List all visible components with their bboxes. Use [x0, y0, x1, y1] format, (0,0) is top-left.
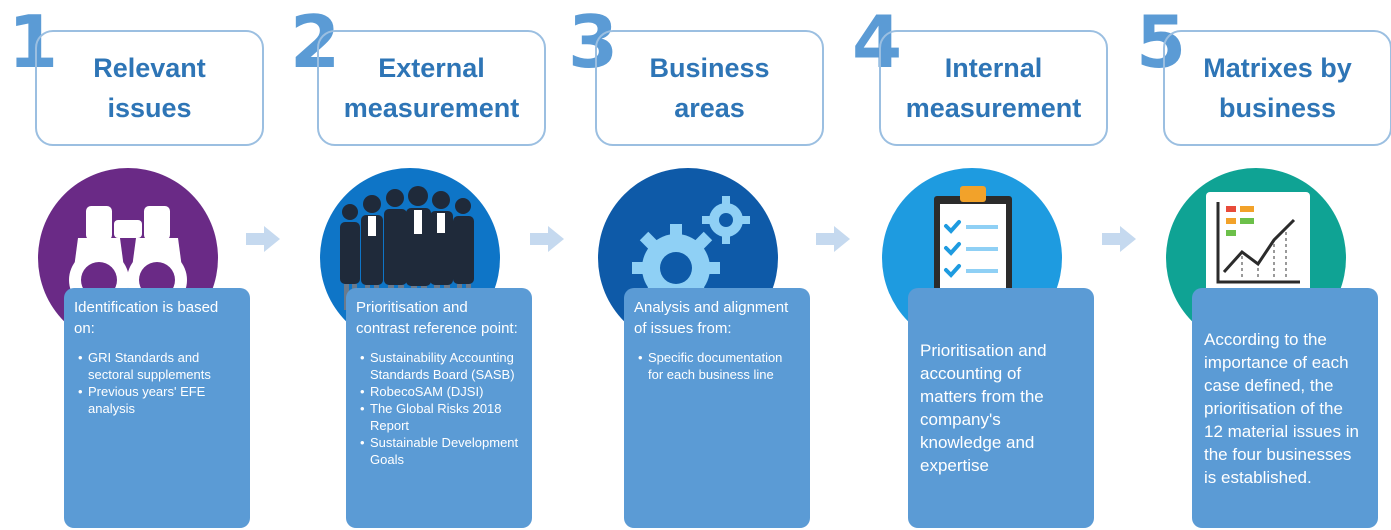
- step-1: 1 Relevant issues Identification is base…: [8, 0, 264, 530]
- clipboard-checklist-icon: [934, 186, 1012, 308]
- step-title-line-2: areas: [674, 93, 745, 123]
- step-title-box: Business areas: [595, 30, 824, 146]
- step-title-line-2: measurement: [905, 93, 1082, 123]
- step-2: 2 External measurement: [290, 0, 546, 530]
- step-title-box: Matrixes by business: [1163, 30, 1391, 146]
- step-title-line-1: External: [378, 53, 485, 83]
- step-title-line-1: Internal: [944, 53, 1043, 83]
- list-item: RobecoSAM (DJSI): [360, 383, 522, 400]
- step-title-line-1: Relevant: [93, 53, 206, 83]
- card-text: According to the importance of each case…: [1204, 329, 1359, 487]
- step-description-card: Identification is based on: GRI Standard…: [64, 288, 250, 528]
- card-bullet-list: Sustainability Accounting Standards Boar…: [356, 349, 522, 468]
- step-title-box: External measurement: [317, 30, 546, 146]
- step-description-card: Analysis and alignment of issues from: S…: [624, 288, 810, 528]
- card-bullet-list: GRI Standards and sectoral supplements P…: [74, 349, 240, 417]
- card-intro: Identification is based on:: [74, 299, 219, 337]
- list-item: Specific documentation for each business…: [638, 349, 800, 383]
- arrow-right-icon: [530, 226, 564, 252]
- list-item: The Global Risks 2018 Report: [360, 400, 522, 434]
- list-item: Sustainable Development Goals: [360, 434, 522, 468]
- step-title-line-2: measurement: [343, 93, 520, 123]
- step-title-line-1: Matrixes by: [1203, 53, 1352, 83]
- step-title-line-2: business: [1218, 93, 1337, 123]
- step-description-card: Prioritisation and contrast reference po…: [346, 288, 532, 528]
- card-intro: Analysis and alignment of issues from:: [634, 299, 789, 337]
- list-item: Previous years' EFE analysis: [78, 383, 240, 417]
- chart-matrix-icon: [1206, 192, 1310, 296]
- step-title-box: Internal measurement: [879, 30, 1108, 146]
- arrow-right-icon: [816, 226, 850, 252]
- step-description-card: According to the importance of each case…: [1192, 288, 1378, 528]
- list-item: GRI Standards and sectoral supplements: [78, 349, 240, 383]
- list-item: Sustainability Accounting Standards Boar…: [360, 349, 522, 383]
- step-title-line-2: issues: [107, 93, 192, 123]
- arrow-right-icon: [1102, 226, 1136, 252]
- step-3: 3 Business areas: [568, 0, 824, 530]
- card-bullet-list: Specific documentation for each business…: [634, 349, 800, 383]
- step-5: 5 Matrixes by business According to the …: [1136, 0, 1391, 530]
- card-intro: Prioritisation and contrast reference po…: [356, 299, 518, 337]
- arrow-right-icon: [246, 226, 280, 252]
- step-description-card: Prioritisation and accounting of matters…: [908, 288, 1094, 528]
- step-4: 4 Internal measurement Prioritisation an…: [852, 0, 1108, 530]
- step-title-line-1: Business: [649, 53, 770, 83]
- step-title-box: Relevant issues: [35, 30, 264, 146]
- card-text: Prioritisation and accounting of matters…: [920, 341, 1047, 475]
